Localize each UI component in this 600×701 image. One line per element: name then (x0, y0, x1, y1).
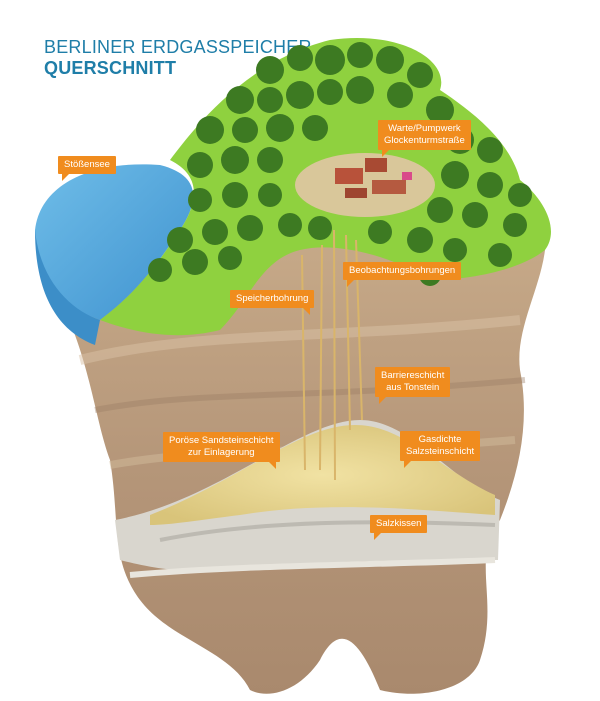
lake-surface (35, 164, 194, 320)
label-salzsteinschicht: Gasdichte Salzsteinschicht (400, 431, 481, 468)
label-stoessensee: Stößensee (58, 156, 116, 181)
label-salzkissen: Salzkissen (370, 515, 428, 540)
title-line-2: QUERSCHNITT (44, 58, 177, 78)
label-warte-pumpwerk: Warte/Pumpwerk Glockenturmstraße (378, 120, 471, 157)
station-clearing (295, 153, 435, 217)
title-line-1: BERLINER ERDGASSPEICHER (44, 37, 312, 57)
label-barriereschicht: Barriereschicht aus Tonstein (375, 367, 451, 404)
diagram-title: BERLINER ERDGASSPEICHER QUERSCHNITT (44, 37, 312, 79)
label-beobachtungsbohrungen: Beobachtungsbohrungen (343, 262, 462, 287)
label-speicherbohrung: Speicherbohrung (230, 290, 315, 315)
label-sandsteinschicht: Poröse Sandsteinschicht zur Einlagerung (163, 432, 280, 469)
station-buildings (335, 158, 412, 198)
